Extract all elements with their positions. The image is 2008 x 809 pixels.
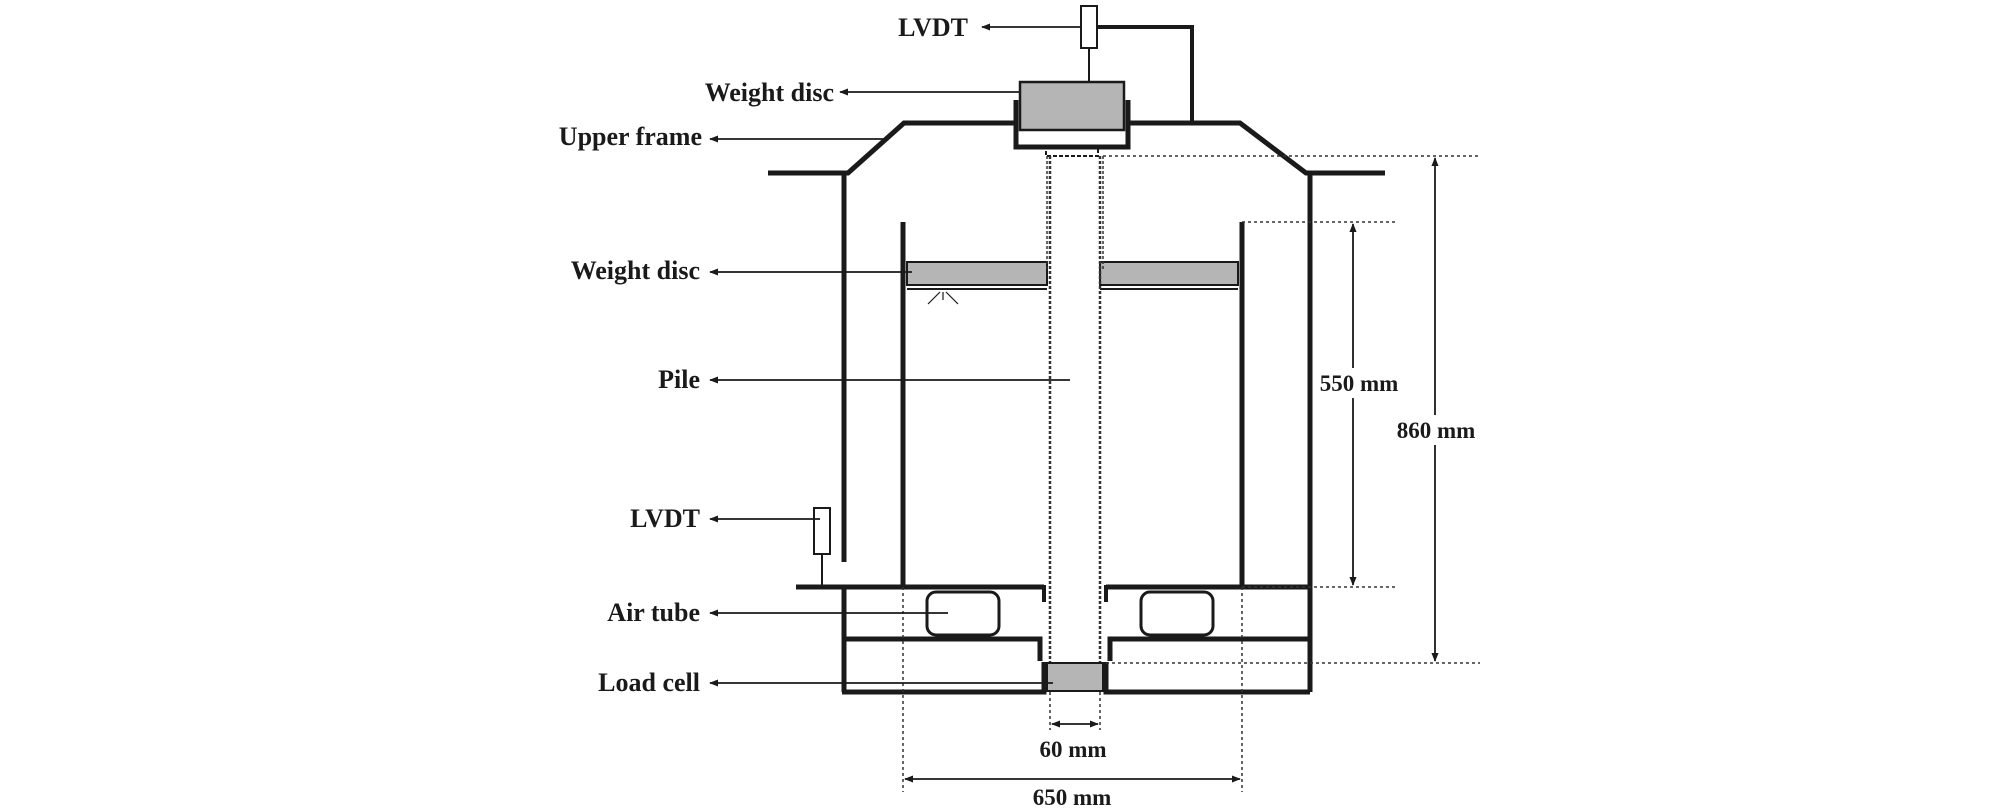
label-air-tube: Air tube	[607, 598, 700, 627]
pile-guide-sleeves	[1042, 585, 1108, 602]
label-upper-frame: Upper frame	[559, 122, 702, 151]
dim-soil-height: 550 mm	[1320, 371, 1399, 396]
dim-pile-diameter: 60 mm	[1039, 737, 1106, 762]
lvdt-bottom-sensor	[813, 507, 831, 587]
label-weight-disc-top: Weight disc	[705, 78, 834, 107]
load-cell	[1046, 662, 1104, 692]
upper-frame	[768, 120, 1385, 176]
label-lvdt-top: LVDT	[898, 13, 968, 42]
label-weight-disc-mid: Weight disc	[571, 256, 700, 285]
pile-body	[1046, 156, 1104, 665]
dim-chamber-width: 650 mm	[1033, 785, 1112, 809]
label-pile: Pile	[658, 365, 700, 394]
weight-disc-top	[1013, 80, 1131, 157]
label-lvdt-bottom: LVDT	[630, 504, 700, 533]
weight-disc-mid	[906, 261, 1239, 305]
dimension-extension-lines	[902, 155, 1480, 792]
outer-chamber	[841, 170, 1313, 692]
label-load-cell: Load cell	[598, 668, 700, 697]
soil-container	[900, 222, 1245, 585]
air-tube	[925, 590, 1215, 637]
label-leaders	[709, 23, 1081, 687]
dim-total-height: 860 mm	[1397, 418, 1476, 443]
